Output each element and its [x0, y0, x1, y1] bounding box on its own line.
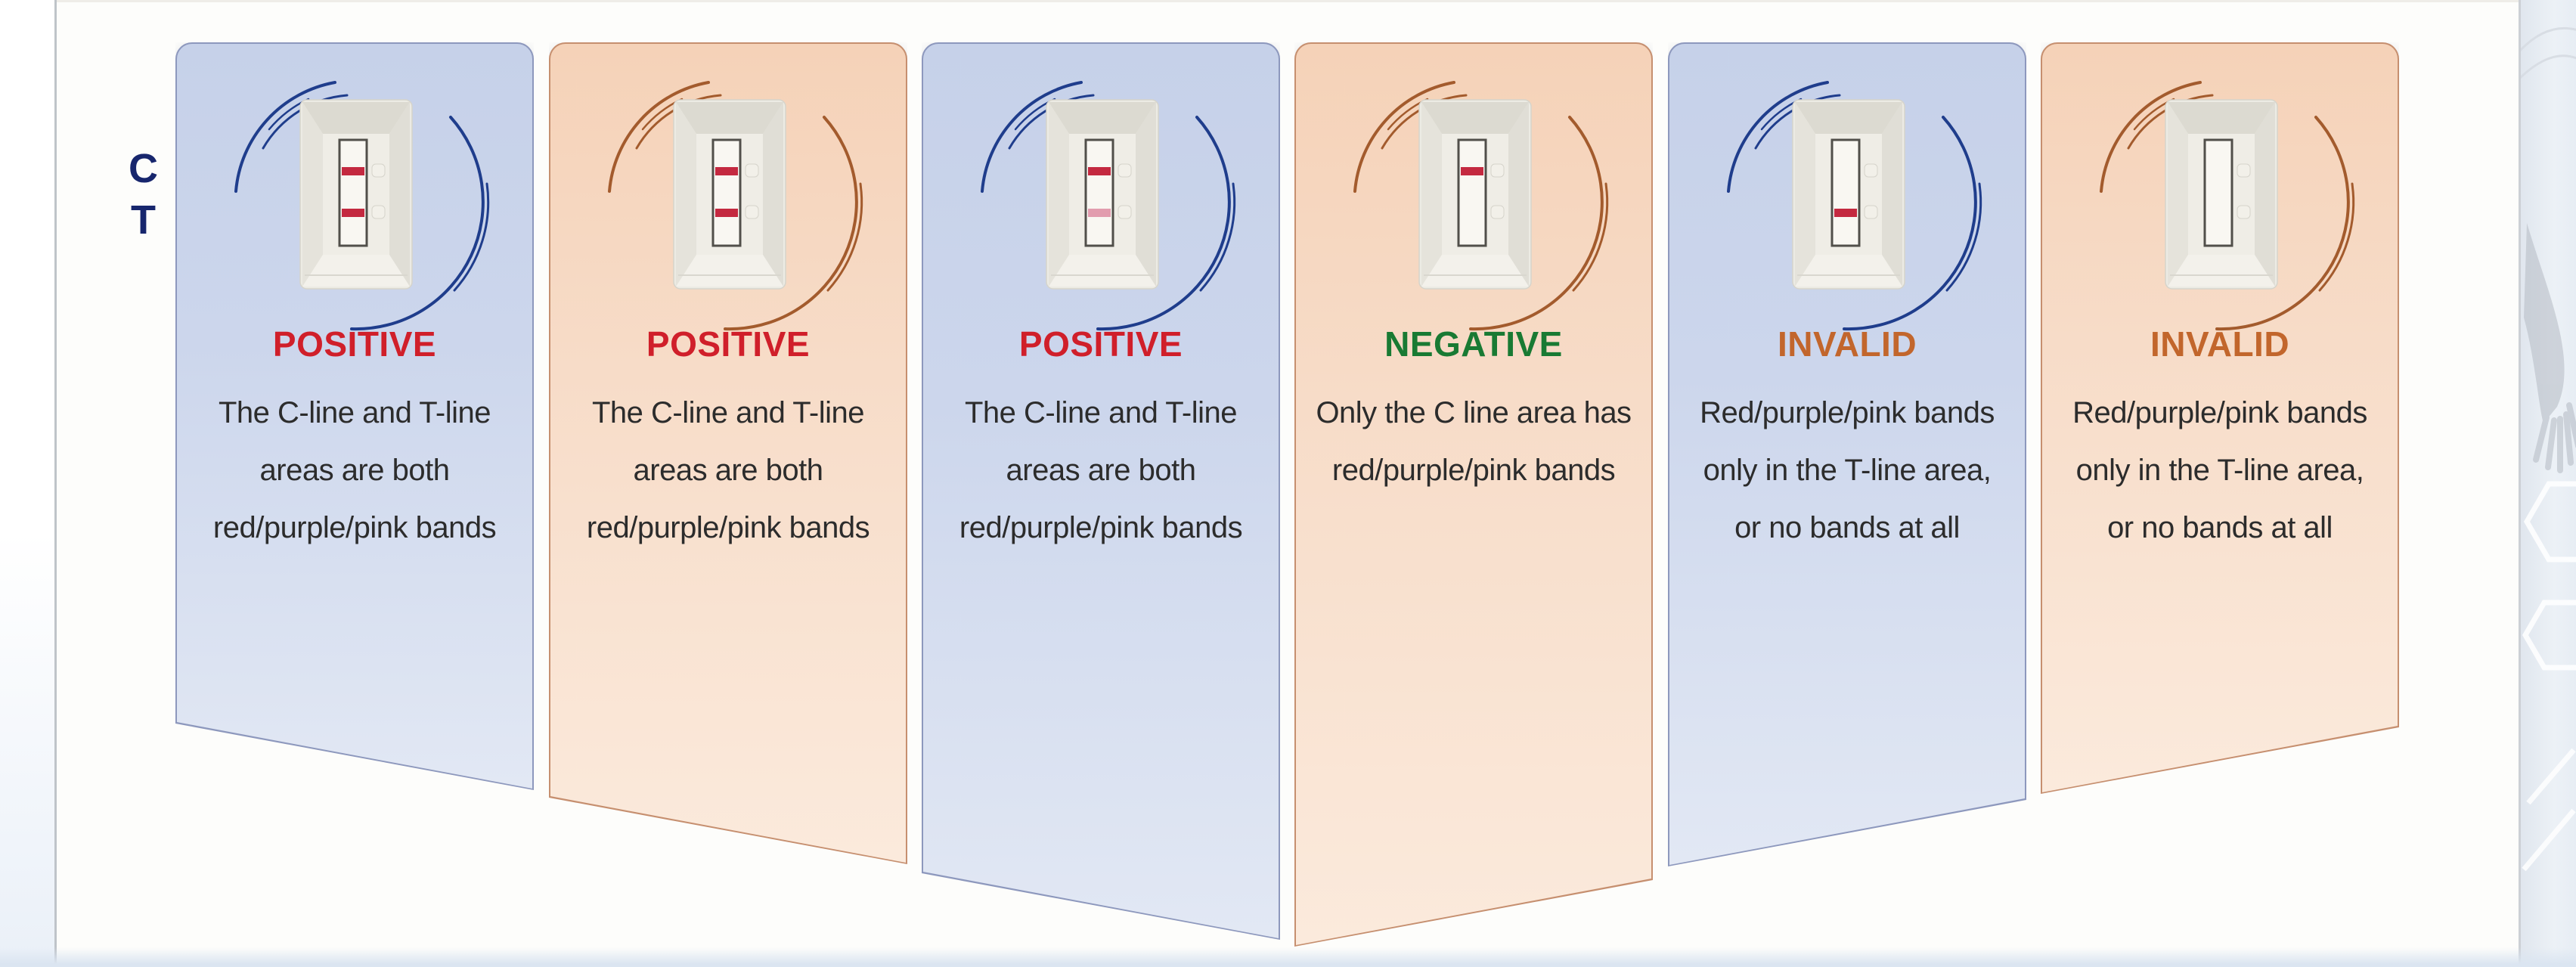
status-title: POSITIVE	[272, 324, 437, 364]
swoosh-lines-icon	[2521, 26, 2576, 79]
status-description: Red/purple/pink bands only in the T-line…	[2072, 396, 2367, 544]
medical-art-icon	[2521, 26, 2576, 872]
status-title: NEGATIVE	[1384, 324, 1563, 364]
card-negative: NEGATIVE Only the C line area has red/pu…	[1294, 42, 1653, 947]
status-title: POSITIVE	[1018, 324, 1183, 364]
status-description: The C-line and T-line areas are both red…	[212, 396, 497, 544]
test-cassette-icon	[1339, 66, 1611, 338]
hexagon-pattern	[2522, 481, 2576, 872]
status-description: The C-line and T-line areas are both red…	[959, 396, 1243, 544]
card-positive-1: POSITIVE The C-line and T-line areas are…	[175, 42, 534, 790]
status-title: INVALID	[2150, 324, 2290, 364]
card-positive-3: POSITIVE The C-line and T-line areas are…	[922, 42, 1280, 940]
card-invalid-1: INVALID Red/purple/pink bands only in th…	[1668, 42, 2026, 866]
panel-right-border	[2519, 0, 2521, 967]
hand-illustration	[2524, 223, 2576, 473]
test-cassette-icon	[2085, 66, 2357, 338]
panel-left-border	[54, 0, 57, 967]
status-title: INVALID	[1777, 324, 1917, 364]
test-cassette-icon	[594, 66, 866, 338]
c-line-label: C	[129, 146, 158, 191]
card-invalid-2: INVALID Red/purple/pink bands only in th…	[2041, 42, 2399, 794]
status-description: The C-line and T-line areas are both red…	[586, 396, 870, 544]
card-positive-2: POSITIVE The C-line and T-line areas are…	[549, 42, 907, 864]
card-surface: INVALID Red/purple/pink bands only in th…	[1669, 44, 2025, 865]
bottom-section-edge	[0, 947, 2576, 967]
status-title: POSITIVE	[646, 324, 811, 364]
test-cassette-icon	[1713, 66, 1985, 338]
status-description: Only the C line area has red/purple/pink…	[1316, 396, 1632, 487]
test-cassette-icon	[966, 66, 1238, 338]
card-surface: POSITIVE The C-line and T-line areas are…	[923, 44, 1279, 938]
status-description: Red/purple/pink bands only in the T-line…	[1700, 396, 1995, 544]
card-surface: POSITIVE The C-line and T-line areas are…	[550, 44, 906, 863]
card-surface: POSITIVE The C-line and T-line areas are…	[177, 44, 532, 789]
panel-top-line	[57, 0, 2519, 2]
background-artwork	[2521, 0, 2576, 967]
t-line-label: T	[131, 197, 156, 243]
test-cassette-icon	[220, 66, 492, 338]
card-surface: INVALID Red/purple/pink bands only in th…	[2042, 44, 2398, 792]
card-surface: NEGATIVE Only the C line area has red/pu…	[1296, 44, 1651, 945]
page-left-margin	[0, 0, 54, 967]
